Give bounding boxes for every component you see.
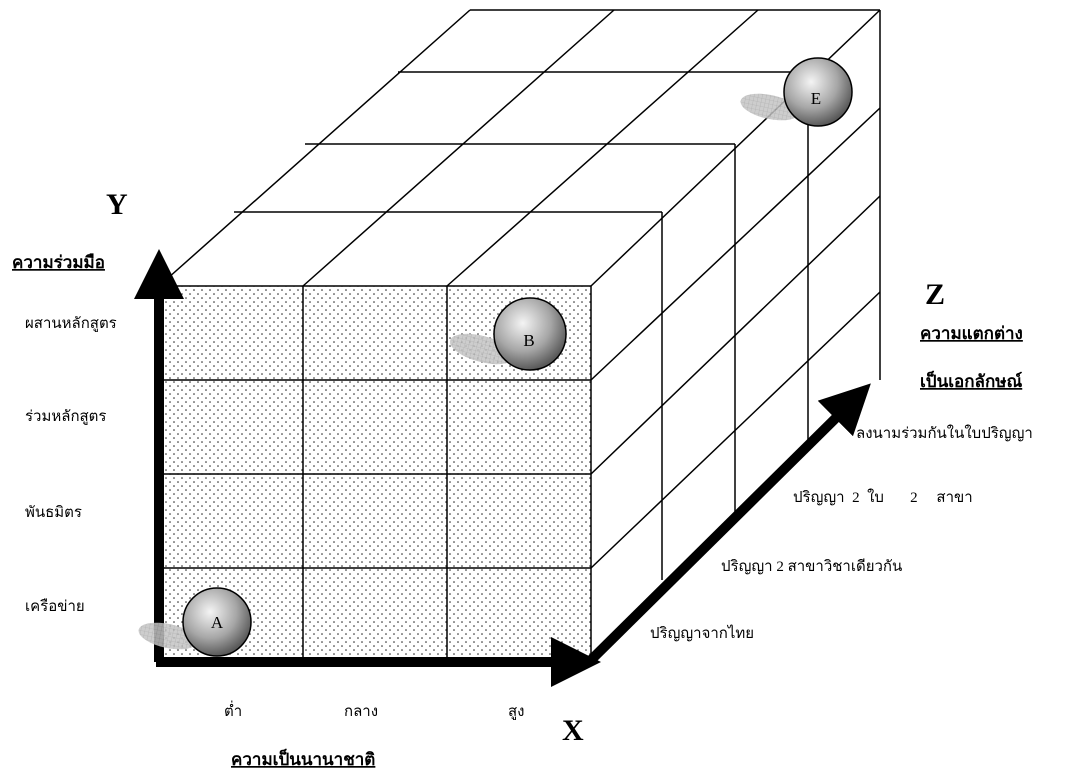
y-axis-letter: Y (106, 188, 128, 221)
z-level-2: ปริญญา 2 สาขาวิชาเดียวกัน (721, 558, 902, 575)
z-level-4: ลงนามร่วมกันในใบปริญญา (856, 424, 1033, 442)
y-level-2: พันธมิตร (25, 504, 82, 521)
y-level-4: ผสานหลักสูตร (25, 316, 117, 332)
point-e: E (738, 58, 852, 126)
x-level-3: สูง (508, 704, 524, 720)
z-axis-title-line2: เป็นเอกลักษณ์ (920, 369, 1022, 391)
z-level-3: ปริญญา 2 ใบ 2 สาขา (793, 488, 973, 506)
z-level-1: ปริญญาจากไทย (650, 624, 754, 642)
top-face-grid (159, 10, 880, 286)
point-a: A (136, 588, 251, 656)
z-axis-title-line1: ความแตกต่าง (920, 324, 1023, 343)
x-level-2: กลาง (344, 704, 378, 720)
x-axis-title: ความเป็นนานาชาติ (231, 747, 375, 769)
point-a-label: A (211, 613, 224, 632)
y-level-1: เครือข่าย (25, 598, 85, 615)
z-axis-letter: Z (925, 278, 945, 311)
y-axis-title: ความร่วมมือ (12, 252, 105, 272)
point-e-label: E (811, 89, 821, 108)
x-level-1: ต่ำ (224, 700, 242, 720)
point-b-label: B (523, 331, 534, 350)
x-axis-letter: X (562, 714, 584, 747)
y-level-3: ร่วมหลักสูตร (25, 409, 106, 425)
